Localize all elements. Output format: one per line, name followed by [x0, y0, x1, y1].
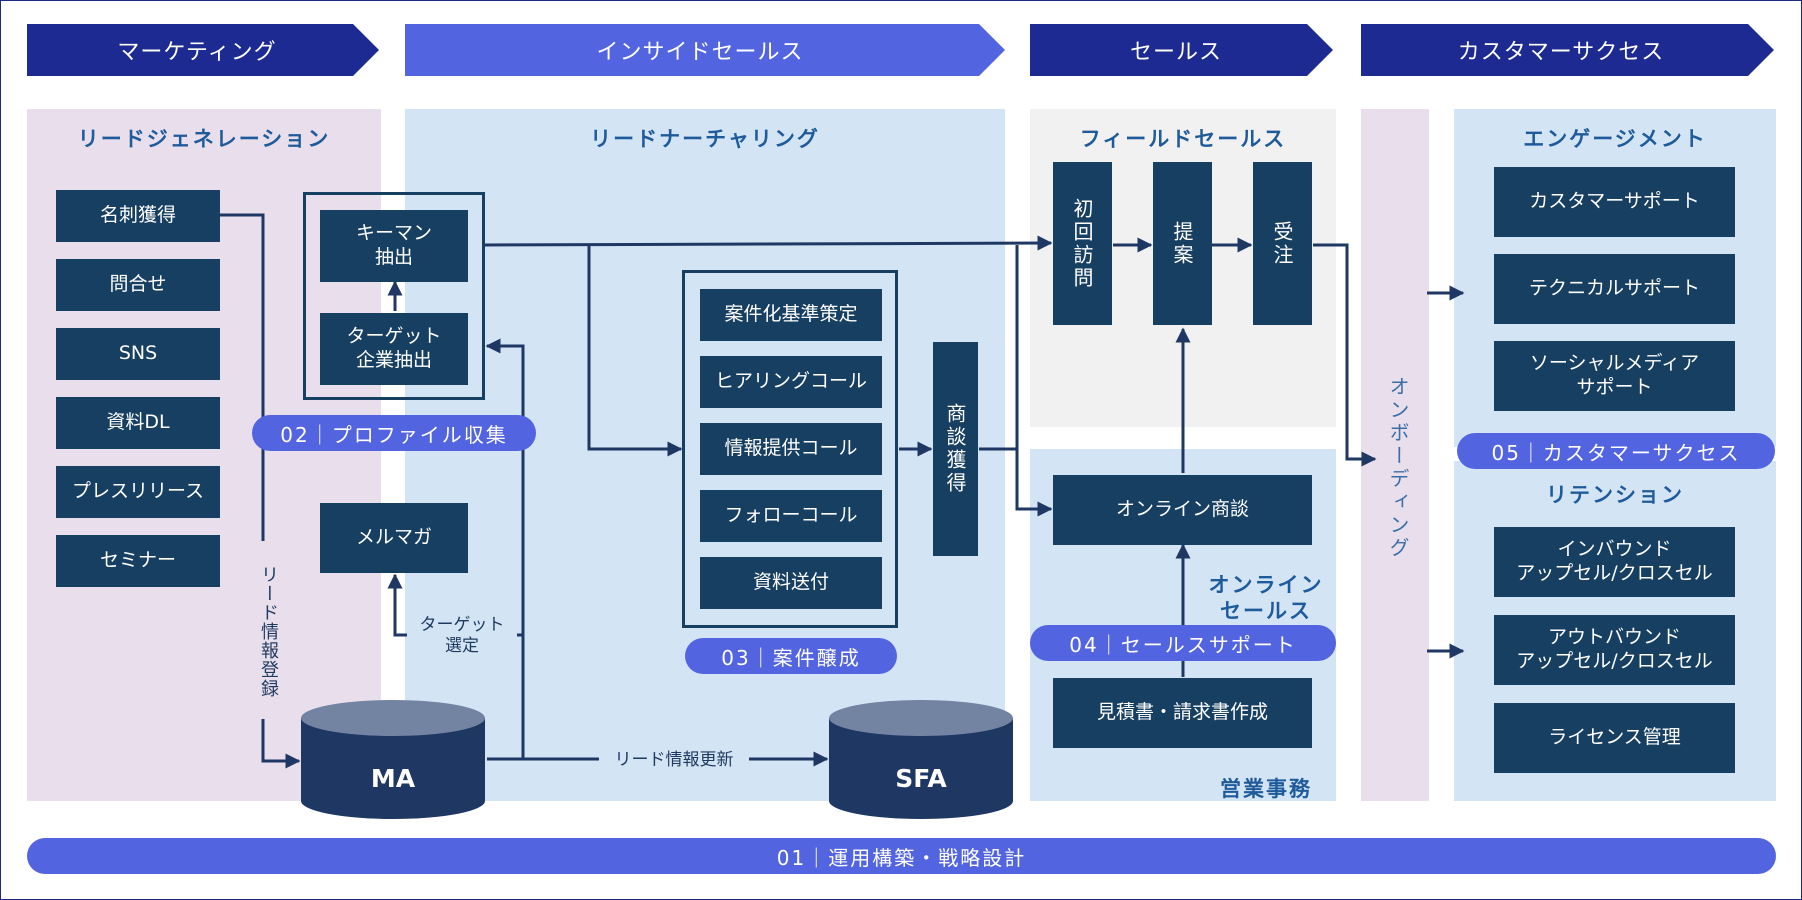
line-order-to-onboarding	[1313, 243, 1377, 467]
keyman-line2: 抽出	[374, 246, 413, 268]
deal-acquired-text: 商談獲得	[943, 403, 967, 495]
sales-step-order: 受注	[1253, 162, 1312, 325]
zone-title-online-sales-2: セールス	[1220, 599, 1312, 623]
target-line1: ターゲット	[346, 325, 442, 348]
sales-step-first-visit-text: 初回訪問	[1070, 197, 1094, 290]
retention-inbound-line2: アップセル/クロスセル	[1516, 562, 1713, 584]
engagement-social-media-support: ソーシャルメディア サポート	[1494, 341, 1735, 411]
stage-arrow-sales: セールス	[1129, 40, 1222, 65]
sales-step-first-visit: 初回訪問	[1053, 162, 1112, 325]
retention-inbound: インバウンド アップセル/クロスセル	[1494, 527, 1735, 597]
keyman-line1: キーマン	[355, 222, 432, 245]
engagement-customer-support: カスタマーサポート	[1494, 167, 1735, 237]
database-ma-label: MA	[370, 764, 416, 793]
label-lead-registration: リード情報登録	[249, 551, 279, 711]
pill-01-operations-strategy: 01｜運用構築・戦略設計	[27, 838, 1776, 874]
pill-02-profile-collection: 02｜プロファイル収集	[252, 415, 536, 451]
retention-license: ライセンス管理	[1494, 703, 1735, 773]
engagement-social-media-line1: ソーシャルメディア	[1529, 352, 1700, 375]
sales-step-proposal: 提案	[1153, 162, 1212, 325]
stage-arrow-customer-success: カスタマーサクセス	[1457, 40, 1665, 65]
profile-frame	[303, 192, 485, 400]
database-ma-icon	[301, 700, 485, 819]
database-sfa-label: SFA	[895, 764, 947, 793]
nurturing-item-hearing-call: ヒアリングコール	[700, 356, 882, 408]
retention-license-text: ライセンス管理	[1548, 726, 1681, 749]
lead-source-press-release: プレスリリース	[56, 466, 220, 518]
lead-source-card-collection: 名刺獲得	[56, 190, 220, 242]
engagement-customer-support-text: カスタマーサポート	[1529, 190, 1700, 213]
keyman-extraction-box: キーマン 抽出	[320, 210, 468, 282]
zone-title-online-sales-1: オンライン	[1208, 573, 1324, 597]
pill-03-deal-nurturing: 03｜案件醸成	[685, 638, 897, 674]
engagement-technical-support-text: テクニカルサポート	[1528, 277, 1700, 300]
quote-invoice-box: 見積書・請求書作成	[1053, 678, 1312, 748]
line-ma-up-target	[485, 338, 525, 759]
zone-title-onboarding: オンボーディング	[1386, 376, 1410, 560]
engagement-technical-support: テクニカルサポート	[1494, 254, 1735, 324]
retention-outbound-line1: アウトバウンド	[1547, 626, 1681, 649]
engagement-social-media-line2: サポート	[1576, 376, 1653, 398]
sales-step-order-text: 受注	[1270, 220, 1294, 267]
stage-arrow-marketing: マーケティング	[117, 40, 277, 65]
line-deal-to-online	[1015, 449, 1053, 517]
pill-05-customer-success: 05｜カスタマーサクセス	[1457, 433, 1775, 469]
line-branch-to-nurturing	[587, 245, 683, 457]
zone-title-retention: リテンション	[1546, 483, 1684, 507]
label-target-selection-line2: 選定	[445, 636, 479, 657]
line-keyman-to-visit	[482, 235, 1053, 251]
nurturing-item-material-send: 資料送付	[700, 557, 882, 609]
zone-title-field-sales: フィールドセールス	[1079, 127, 1287, 151]
stage-arrow-marketing-shape	[27, 24, 379, 76]
zone-title-lead-nurturing: リードナーチャリング	[590, 127, 820, 151]
mailmag-box: メルマガ	[320, 503, 468, 573]
target-company-extraction-box: ターゲット 企業抽出	[320, 313, 468, 385]
retention-outbound: アウトバウンド アップセル/クロスセル	[1494, 615, 1735, 685]
label-target-selection: ターゲット 選定	[407, 615, 517, 658]
retention-outbound-line2: アップセル/クロスセル	[1516, 650, 1713, 672]
online-meeting-box: オンライン商談	[1053, 475, 1312, 545]
pill-04-sales-support: 04｜セールスサポート	[1030, 625, 1336, 661]
lead-source-download: 資料DL	[56, 397, 220, 449]
stage-arrow-customer-success-shape	[1361, 24, 1774, 76]
stage-arrows-layer	[27, 24, 1774, 76]
line-lead-registration-lower	[261, 719, 301, 769]
label-target-selection-line1: ターゲット	[419, 615, 505, 635]
lead-source-seminar: セミナー	[56, 535, 220, 587]
lead-source-sns: SNS	[56, 328, 220, 380]
target-line2: 企業抽出	[355, 349, 432, 371]
nurturing-item-criteria: 案件化基準策定	[700, 289, 882, 341]
lead-source-inquiry: 問合せ	[56, 259, 220, 311]
zone-title-engagement: エンゲージメント	[1523, 127, 1707, 151]
stage-arrow-inside-sales-shape	[405, 24, 1005, 76]
nurturing-frame	[682, 270, 898, 628]
stage-arrow-inside-sales: インサイドセールス	[596, 40, 804, 65]
zone-title-sales-admin: 営業事務	[1220, 777, 1312, 801]
deal-acquired-box: 商談獲得	[933, 342, 978, 556]
stage-arrow-sales-shape	[1030, 24, 1333, 76]
database-sfa-icon	[829, 700, 1013, 819]
retention-inbound-line1: インバウンド	[1557, 538, 1672, 561]
nurturing-item-follow-call: フォローコール	[700, 490, 882, 542]
zone-title-lead-generation: リードジェネレーション	[77, 127, 331, 151]
nurturing-item-info-call: 情報提供コール	[700, 423, 882, 475]
label-lead-update: リード情報更新	[599, 750, 749, 772]
sales-step-proposal-text: 提案	[1170, 220, 1194, 267]
